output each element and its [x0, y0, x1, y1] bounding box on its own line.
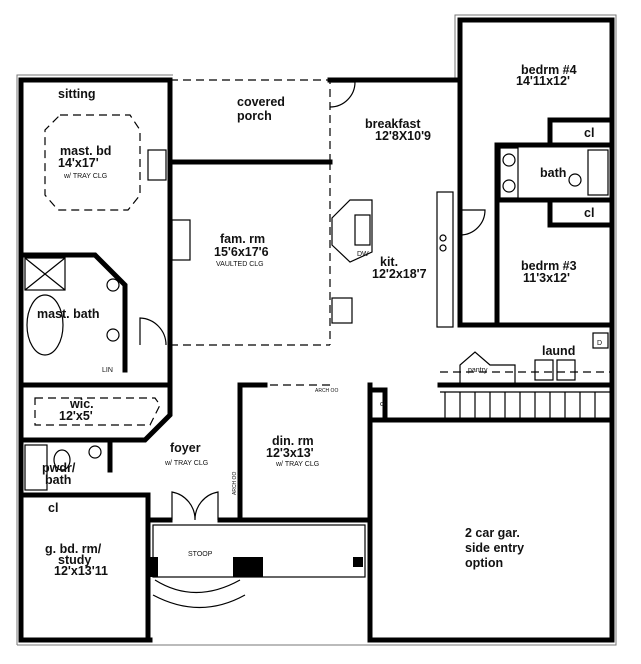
powder-bath-label-2: bath	[45, 473, 71, 487]
closet-b3-label: cl	[584, 206, 594, 220]
bedroom4-size: 14'11x12'	[516, 74, 570, 88]
powder-bath-label: pwdr/	[42, 461, 76, 475]
arch-top-label: ARCH OO	[315, 388, 338, 394]
master-bed-note: w/ TRAY CLG	[63, 173, 107, 180]
closet-b4-label: cl	[584, 126, 594, 140]
dashed-lines	[34, 79, 612, 426]
family-room-label: fam. rm	[220, 232, 265, 246]
guest-closet-label: cl	[48, 501, 58, 515]
sitting-label: sitting	[58, 87, 96, 101]
bedroom3-label: bedrm #3	[521, 259, 577, 273]
guest-bed-label-2: study	[58, 553, 91, 567]
breakfast-size: 12'8X10'9	[375, 129, 431, 143]
outer-outline	[16, 14, 617, 646]
pantry-label: pantry	[468, 367, 488, 374]
arch-side-label: ARCH OO	[232, 472, 238, 495]
garage-label-3: option	[465, 556, 503, 570]
bedroom3-size: 11'3x12'	[523, 271, 570, 285]
hall-closet-label: cl	[380, 401, 386, 408]
dining-room-note: w/ TRAY CLG	[275, 461, 319, 468]
linen-label: LIN	[102, 367, 113, 374]
family-room-size: 15'6x17'6	[214, 245, 269, 259]
wic-label: wic.	[69, 397, 94, 411]
master-bed-label: mast. bd	[60, 144, 111, 158]
master-bed-size: 14'x17'	[58, 156, 99, 170]
dishwasher-label: DW	[357, 251, 369, 258]
dining-room-size: 12'3x13'	[266, 446, 314, 460]
walls	[18, 17, 615, 643]
room-labels: sitting mast. bd 14'x17' w/ TRAY CLG cov…	[37, 63, 602, 578]
covered-porch-label-2: porch	[237, 109, 272, 123]
wic-size: 12'x5'	[59, 409, 93, 423]
kitchen-label: kit.	[380, 255, 398, 269]
master-bath-label: mast. bath	[37, 307, 100, 321]
family-room-note: VAULTED CLG	[216, 261, 264, 268]
bedroom4-label: bedrm #4	[521, 63, 577, 77]
garage-label-2: side entry	[465, 541, 524, 555]
laundry-label: laund	[542, 344, 575, 358]
garage-label: 2 car gar.	[465, 526, 520, 540]
bath-label: bath	[540, 166, 566, 180]
guest-bed-label: g. bd. rm/	[45, 542, 102, 556]
foyer-label: foyer	[170, 441, 201, 455]
stoop-label: STOOP	[188, 551, 213, 558]
guest-bed-size: 12'x13'11	[54, 564, 108, 578]
kitchen-size: 12'2x18'7	[372, 267, 427, 281]
dining-room-label: din. rm	[272, 434, 314, 448]
fixtures	[24, 81, 612, 608]
foyer-note: w/ TRAY CLG	[164, 460, 208, 467]
breakfast-label: breakfast	[365, 117, 421, 131]
covered-porch-label: covered	[237, 95, 285, 109]
dryer-label: D	[597, 340, 602, 347]
